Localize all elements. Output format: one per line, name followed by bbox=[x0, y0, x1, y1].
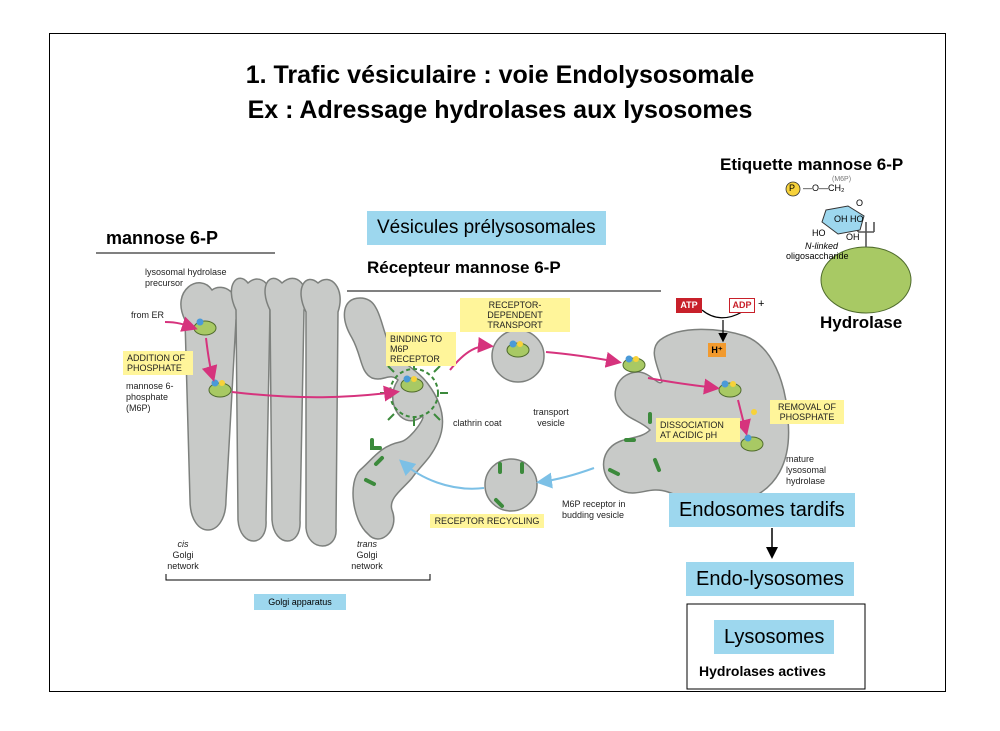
transport-vesicle-label: transport vesicle bbox=[533, 407, 569, 428]
recycling-pathway bbox=[399, 459, 595, 490]
phosphate-addition-arrow bbox=[201, 337, 218, 382]
hydrolases-actives-label: Hydrolases actives bbox=[699, 663, 826, 679]
endosomes-tardifs-box: Endosomes tardifs bbox=[669, 493, 855, 527]
struct-p: P bbox=[789, 183, 796, 193]
struct-n-linked: N-linked bbox=[805, 241, 839, 251]
removal-arrow bbox=[735, 399, 751, 436]
removal-label: REMOVAL OF PHOSPHATE bbox=[770, 400, 844, 424]
mannose-ring bbox=[821, 205, 865, 235]
atp-hydrolysis-arc bbox=[701, 309, 743, 319]
vesicules-prelysosomales-box: Vésicules prélysosomales bbox=[367, 211, 606, 245]
binding-label: BINDING TO M6P RECEPTOR bbox=[386, 332, 456, 366]
to-endosome-arrow bbox=[545, 351, 622, 368]
receptor-dependent-label: RECEPTOR-DEPENDENT TRANSPORT bbox=[460, 298, 570, 332]
cis-italic: cis bbox=[177, 539, 189, 549]
lysosomes-box: Lysosomes bbox=[714, 620, 835, 654]
struct-o: O bbox=[856, 198, 864, 208]
hydrolase-label: Hydrolase bbox=[820, 313, 903, 332]
adp-badge: ADP bbox=[729, 298, 755, 313]
from-er-arrow bbox=[164, 316, 198, 332]
mature-hydrolase-label: mature lysosomal hydrolase bbox=[786, 454, 827, 486]
golgi-cisterna-3 bbox=[264, 277, 307, 542]
mannose-6p-label: mannose 6-P bbox=[106, 228, 219, 248]
m6p-budding-label: M6P receptor in budding vesicle bbox=[562, 499, 626, 520]
atp-badge: ATP bbox=[676, 298, 702, 313]
golgi-stack bbox=[180, 277, 444, 547]
m6p-label: mannose 6-phosphate (M6P) bbox=[126, 381, 174, 413]
m6p-receptors bbox=[364, 412, 661, 508]
golgi-apparatus-label: Golgi apparatus bbox=[254, 594, 346, 610]
slide-title-line1: 1. Trafic vésiculaire : voie Endolysosom… bbox=[245, 61, 755, 89]
endosome bbox=[602, 328, 790, 505]
receptor-recycling-label: RECEPTOR RECYCLING bbox=[430, 514, 544, 528]
struct-ho: HO bbox=[812, 228, 826, 238]
lysosomal-precursor-label: lysosomal hydrolase precursor bbox=[145, 267, 227, 288]
golgi-cisterna-4 bbox=[300, 278, 341, 547]
recepteur-label: Récepteur mannose 6-P bbox=[367, 258, 561, 277]
to-transport-arrow bbox=[449, 337, 494, 371]
struct-oh: OH bbox=[846, 232, 860, 242]
addition-of-phosphate-label: ADDITION OF PHOSPHATE bbox=[123, 351, 193, 375]
adp-plus: + bbox=[758, 298, 765, 310]
struct-oh-ho: OH HO bbox=[834, 214, 864, 224]
struct-top: (M6P) bbox=[832, 176, 852, 183]
lysosomes-frame bbox=[686, 603, 866, 690]
recycling-vesicle bbox=[484, 458, 538, 512]
cis-golgi-label: cis Golgi network bbox=[161, 539, 205, 572]
trans-golgi-label: trans Golgi network bbox=[345, 539, 389, 572]
slide-frame bbox=[49, 33, 946, 692]
dissociation-arrow bbox=[647, 377, 720, 395]
slide-bottom-rule bbox=[49, 691, 946, 692]
golgi-bracket bbox=[165, 574, 431, 581]
from-er-label: from ER bbox=[131, 310, 165, 320]
phosphate-group bbox=[785, 181, 801, 197]
struct-o-ch2: —O—CH₂ bbox=[803, 183, 845, 193]
dissociation-label: DISSOCIATION AT ACIDIC pH bbox=[656, 418, 740, 442]
endo-lysosomes-box: Endo-lysosomes bbox=[686, 562, 854, 596]
proton-badge: H⁺ bbox=[708, 343, 726, 357]
cis-rest: Golgi network bbox=[167, 550, 199, 571]
slide-title-line2: Ex : Adressage hydrolases aux lysosomes bbox=[247, 96, 753, 124]
golgi-to-receptor-arrow bbox=[231, 385, 400, 402]
etiquette-label: Etiquette mannose 6-P bbox=[720, 155, 904, 174]
clathrin-coat-label: clathrin coat bbox=[453, 418, 502, 428]
struct-oligosaccharide: oligosaccharide bbox=[786, 251, 849, 261]
golgi-cisterna-2 bbox=[230, 277, 273, 542]
trans-rest: Golgi network bbox=[351, 550, 383, 571]
trans-italic: trans bbox=[356, 539, 377, 549]
